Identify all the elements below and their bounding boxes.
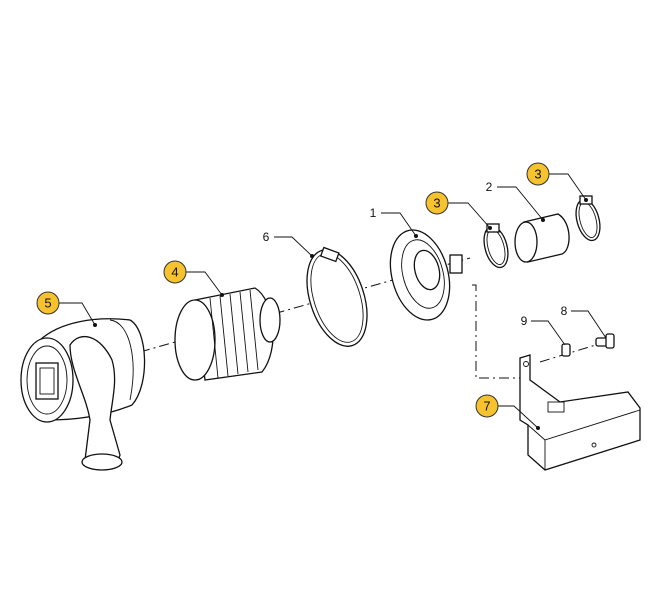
callout-label: 2 [486,180,493,194]
part-9-nut[interactable] [561,343,571,357]
part-3-hose-clamp-left[interactable] [480,223,512,270]
leader-lines [58,173,607,429]
part-7-mounting-bracket[interactable] [519,354,641,471]
callout-label: 7 [483,399,490,414]
callout-label: 8 [561,304,568,318]
part-8-bolt[interactable] [595,333,615,349]
callout-label: 1 [370,206,377,220]
callout-8[interactable]: 8 [561,304,568,318]
callout-3-left[interactable]: 3 [425,191,449,215]
part-2-hose-sleeve[interactable] [514,213,570,263]
callout-6[interactable]: 6 [263,230,270,244]
callout-4[interactable]: 4 [163,260,187,284]
part-1-adapter-cover[interactable] [381,223,463,326]
part-5-air-cleaner-housing[interactable] [20,318,146,471]
bracket-axis-line [472,284,528,379]
callout-9[interactable]: 9 [521,314,528,328]
callout-7[interactable]: 7 [475,394,499,418]
callout-label: 9 [521,314,528,328]
callout-3-right[interactable]: 3 [526,162,550,186]
callout-label: 4 [171,265,178,280]
callout-1[interactable]: 1 [370,206,377,220]
callout-label: 3 [534,167,541,182]
part-6-band-clamp[interactable] [296,242,378,354]
part-3-hose-clamp-right[interactable] [572,195,604,243]
callout-5[interactable]: 5 [36,291,60,315]
callout-label: 5 [44,296,51,311]
part-4-filter-element[interactable] [174,287,281,381]
callout-2[interactable]: 2 [486,180,493,194]
callout-label: 3 [433,196,440,211]
callout-label: 6 [263,230,270,244]
